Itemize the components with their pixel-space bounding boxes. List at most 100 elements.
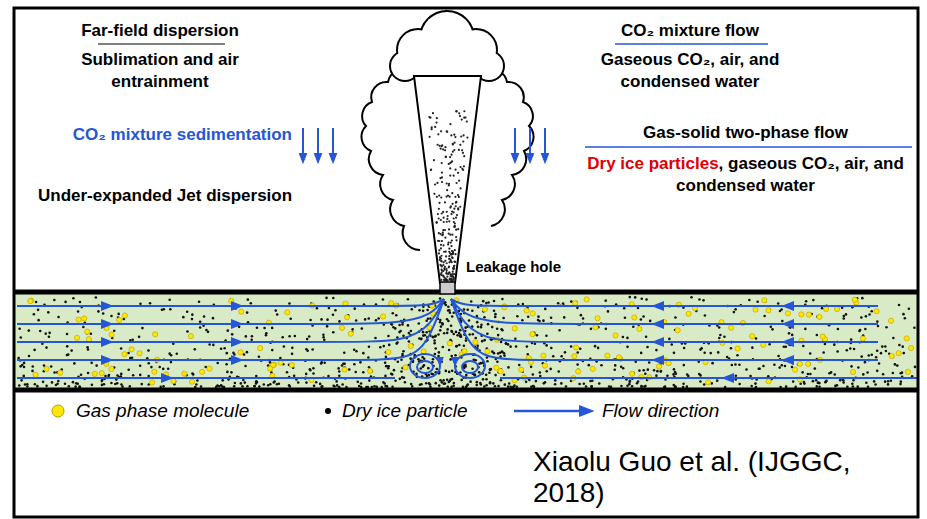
dry-ice-dot [449, 174, 451, 176]
dry-ice-dot [291, 353, 294, 356]
dry-ice-dot [674, 316, 677, 319]
dry-ice-dot [320, 318, 323, 321]
dry-ice-dot [590, 328, 593, 331]
section-heading: CO₂ mixture flow [621, 21, 759, 40]
dry-ice-dot [507, 366, 510, 369]
dry-ice-dot [24, 383, 27, 386]
dry-ice-dot [554, 379, 557, 382]
dry-ice-dot [485, 302, 488, 305]
dry-ice-dot [438, 252, 440, 254]
dry-ice-dot [358, 385, 361, 388]
dry-ice-dot [276, 313, 279, 316]
dry-ice-dot [860, 355, 863, 358]
dry-ice-dot [489, 368, 492, 371]
dry-ice-dot [207, 331, 210, 334]
dry-ice-dot [55, 384, 58, 387]
dry-ice-dot [326, 325, 329, 328]
dry-ice-dot [773, 363, 776, 366]
dry-ice-dot [101, 380, 104, 383]
dry-ice-dot [453, 221, 455, 223]
arrow-head [651, 319, 664, 329]
flow-line [451, 299, 878, 306]
dry-ice-dot [139, 302, 142, 305]
dry-ice-dot [263, 383, 266, 386]
dry-ice-dot [335, 380, 338, 383]
dry-ice-dot [590, 385, 593, 388]
dry-ice-dot [711, 362, 714, 365]
dry-ice-dot [902, 313, 905, 316]
dry-ice-dot [191, 318, 194, 321]
dry-ice-dot [673, 368, 676, 371]
dry-ice-dot [585, 385, 588, 388]
dry-ice-dot [465, 339, 468, 342]
dry-ice-dot [199, 326, 202, 329]
dry-ice-dot [162, 368, 165, 371]
legend-label: Gas phase molecule [76, 400, 249, 422]
region-label: Under-expanded Jet dispersion [38, 186, 292, 205]
dry-ice-dot [499, 351, 502, 354]
dry-ice-dot [57, 380, 60, 383]
dry-ice-dot [101, 384, 104, 387]
dry-ice-dot [158, 366, 161, 369]
dry-ice-dot [455, 236, 457, 238]
dry-ice-dot [140, 383, 143, 386]
dry-ice-dot [450, 324, 453, 327]
dry-ice-dot [196, 379, 199, 382]
arrow-head [579, 405, 594, 417]
dry-ice-dot [448, 258, 450, 260]
dry-ice-dot [77, 310, 80, 313]
dry-ice-dot [170, 361, 173, 364]
dry-ice-dot [448, 255, 450, 257]
gas-molecule [380, 314, 385, 319]
dry-ice-dot [34, 383, 37, 386]
dry-ice-dot [640, 352, 643, 355]
dry-ice-dot [233, 385, 236, 388]
dry-ice-dot [783, 345, 786, 348]
dry-ice-dot [322, 336, 325, 339]
dry-ice-dot [305, 373, 308, 376]
dry-ice-dot [459, 329, 462, 332]
dry-ice-dot [821, 307, 824, 310]
dry-ice-dot [203, 315, 206, 318]
dry-ice-dot [455, 110, 457, 112]
dry-ice-dot [193, 348, 196, 351]
dry-ice-dot [451, 234, 453, 236]
gas-molecule [152, 369, 157, 374]
dry-ice-dot [476, 321, 479, 324]
dry-ice-dot [460, 335, 463, 338]
dry-ice-dot [642, 369, 645, 372]
dry-ice-dot [453, 217, 455, 219]
dry-ice-dot [458, 112, 460, 114]
dry-ice-dot [453, 277, 455, 279]
dry-ice-dot [444, 201, 446, 203]
dry-ice-dot [223, 347, 226, 350]
dry-ice-dot [80, 373, 83, 376]
dry-ice-dot [458, 344, 461, 347]
dry-ice-dot [550, 316, 553, 319]
dry-ice-dot [45, 385, 48, 388]
dry-ice-dot [434, 126, 436, 128]
dry-ice-dot [453, 260, 455, 262]
gas-molecule [109, 366, 114, 371]
gas-molecule [129, 347, 134, 352]
dry-ice-dot [644, 372, 647, 375]
dry-ice-dot [845, 313, 848, 316]
gas-molecule [595, 316, 600, 321]
gas-molecule [473, 340, 478, 345]
dry-ice-dot [613, 368, 616, 371]
dry-ice-dot [516, 315, 519, 318]
dry-ice-dot [901, 371, 904, 374]
dry-ice-dot [913, 326, 916, 329]
dry-ice-dot [253, 385, 256, 388]
pipe-wall [15, 388, 917, 393]
arrow-head [231, 319, 244, 329]
dry-ice-dot [362, 352, 365, 355]
dry-ice-dot [139, 374, 142, 377]
dry-ice-dot [656, 370, 659, 373]
dry-ice-dot [66, 333, 69, 336]
dry-ice-dot [451, 261, 453, 263]
dry-ice-dot [439, 297, 442, 300]
dry-ice-dot [698, 298, 701, 301]
dry-ice-dot [464, 326, 467, 329]
dry-ice-dot [543, 382, 546, 385]
